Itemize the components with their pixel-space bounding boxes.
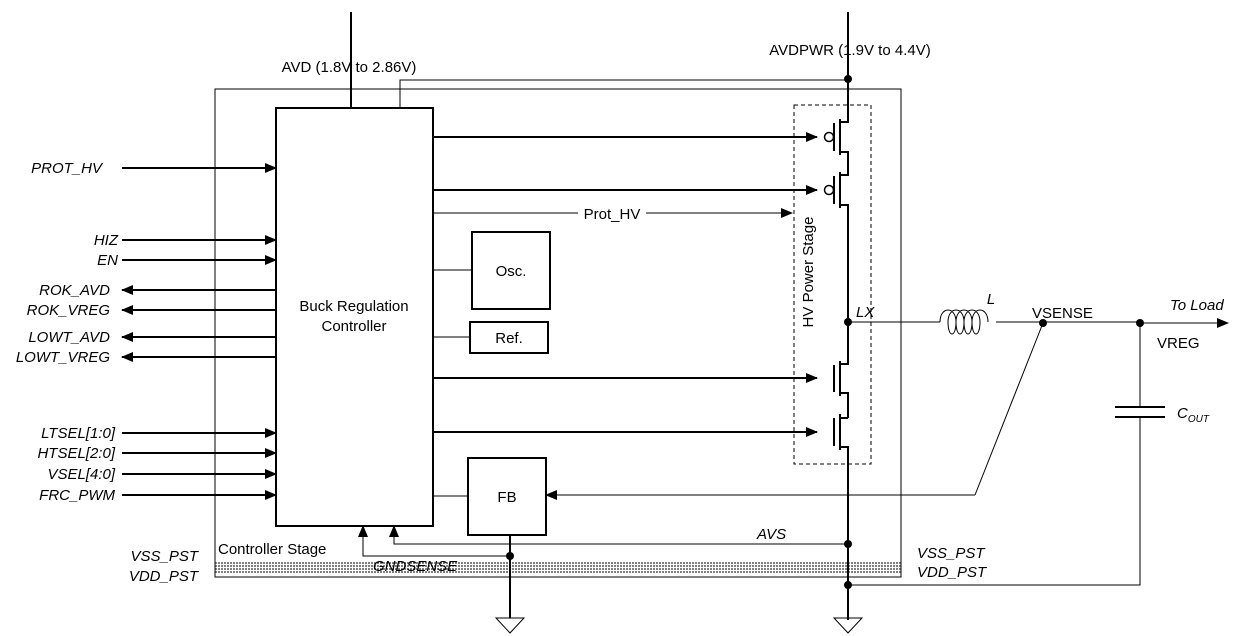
output-rok-avd: ROK_AVD <box>39 282 276 299</box>
hv-power-stage-label: HV Power Stage <box>800 217 817 328</box>
input-en: EN <box>97 252 277 269</box>
fb-block: FB <box>433 457 547 536</box>
nmos-transistor-bottom <box>833 414 849 620</box>
output-lowt-vreg: LOWT_VREG <box>16 349 276 366</box>
input-frc-pwm: FRC_PWM <box>39 487 277 504</box>
output-lowt-avd: LOWT_AVD <box>28 329 276 346</box>
svg-text:ROK_AVD: ROK_AVD <box>39 282 110 299</box>
svg-text:VSEL[4:0]: VSEL[4:0] <box>47 466 115 483</box>
vsense-label: VSENSE <box>1032 305 1093 322</box>
avdpwr-label: AVDPWR (1.9V to 4.4V) <box>769 42 930 59</box>
pmos-transistor-bottom <box>823 167 849 215</box>
avdpwr-junction <box>844 75 852 83</box>
inductor: L <box>848 291 1140 335</box>
gndsense-line: GNDSENSE <box>358 525 514 575</box>
vss-pst-junction <box>844 581 852 589</box>
vdd-pst-right-label: VDD_PST <box>917 564 988 581</box>
vdd-pst-left-label: VDD_PST <box>129 568 200 585</box>
osc-block: Osc. <box>433 231 551 310</box>
buck-regulation-controller: Buck Regulation Controller <box>275 107 434 527</box>
input-prot-hv: PROT_HV <box>31 160 277 177</box>
svg-text:ROK_VREG: ROK_VREG <box>27 302 111 319</box>
gndsense-label: GNDSENSE <box>373 558 458 575</box>
input-ltsel: LTSEL[1:0] <box>41 425 277 442</box>
output-capacitor: COUT <box>848 323 1210 586</box>
controller-stage-label: Controller Stage <box>218 541 326 558</box>
svg-text:LTSEL[1:0]: LTSEL[1:0] <box>41 425 116 442</box>
input-hiz: HIZ <box>94 232 277 249</box>
input-htsel: HTSEL[2:0] <box>37 445 277 462</box>
avdpwr-supply-rail: AVDPWR (1.9V to 4.4V) <box>769 12 931 112</box>
svg-text:LOWT_AVD: LOWT_AVD <box>28 329 110 346</box>
vss-pst-left-label: VSS_PST <box>130 548 199 565</box>
lx-label: LX <box>856 304 875 321</box>
ref-block: Ref. <box>433 321 549 354</box>
vss-pst-right-label: VSS_PST <box>917 545 986 562</box>
controller-label-line1: Buck Regulation <box>299 298 408 315</box>
output-rok-vreg: ROK_VREG <box>27 302 276 319</box>
pmos-transistor-top <box>823 112 849 167</box>
to-load-label: To Load <box>1170 297 1224 314</box>
hv-power-stage-box <box>793 104 872 465</box>
cout-label: COUT <box>1177 405 1210 425</box>
ground-icon-left <box>494 617 526 634</box>
svg-text:HIZ: HIZ <box>94 232 119 249</box>
prot-hv-line: Prot_HV <box>433 206 793 223</box>
nmos-transistor-top <box>833 358 849 418</box>
controller-stage-frame <box>214 88 902 578</box>
avs-line: AVS <box>389 525 852 548</box>
controller-label-line2: Controller <box>321 318 386 335</box>
input-vsel: VSEL[4:0] <box>47 466 277 483</box>
svg-text:PROT_HV: PROT_HV <box>31 160 104 177</box>
avd-supply-rail: AVD (1.8V to 2.86V) <box>282 12 848 108</box>
svg-text:EN: EN <box>97 252 118 269</box>
vreg-label: VREG <box>1157 335 1200 352</box>
stage-separator <box>215 562 901 573</box>
avs-label: AVS <box>756 526 786 543</box>
osc-label: Osc. <box>496 263 527 280</box>
avd-label: AVD (1.8V to 2.86V) <box>282 59 417 76</box>
svg-text:HTSEL[2:0]: HTSEL[2:0] <box>37 445 115 462</box>
svg-text:FRC_PWM: FRC_PWM <box>39 487 115 504</box>
inductor-label: L <box>987 291 995 308</box>
vsense-feedback-diagonal <box>974 322 1044 496</box>
svg-text:LOWT_VREG: LOWT_VREG <box>16 349 111 366</box>
gate-drive-lines <box>433 132 818 437</box>
prot-hv-label: Prot_HV <box>584 206 641 223</box>
fb-label: FB <box>497 489 516 506</box>
ref-label: Ref. <box>495 330 523 347</box>
ground-icon-right <box>832 617 864 634</box>
